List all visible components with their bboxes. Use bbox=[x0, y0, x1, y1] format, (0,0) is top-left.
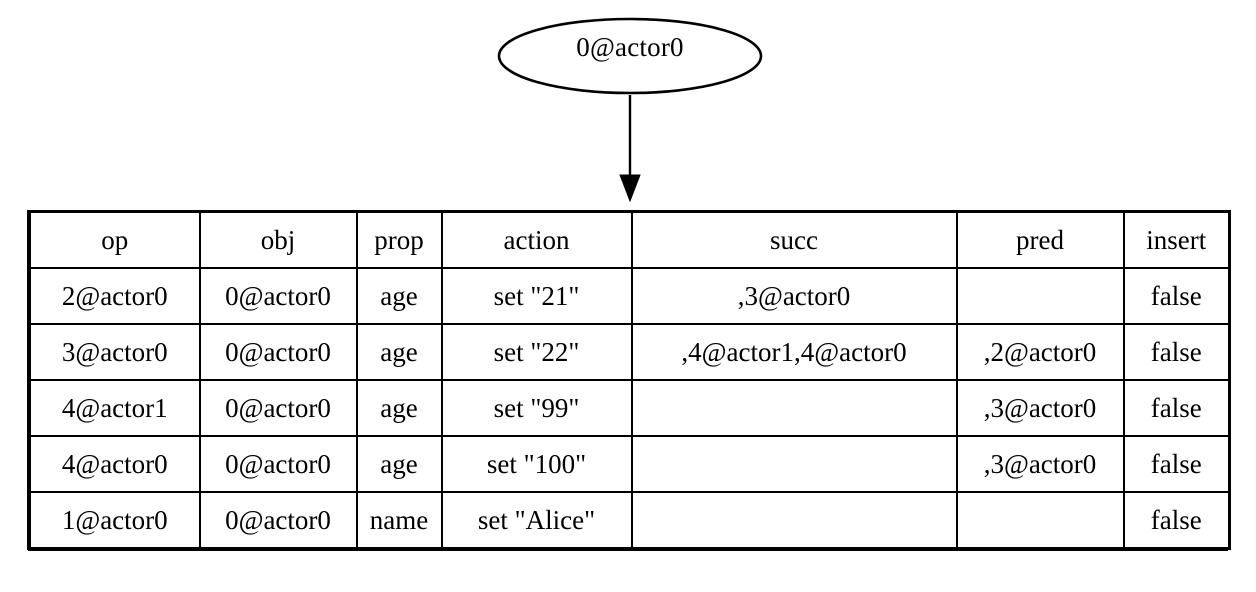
cell-op: 4@actor0 bbox=[28, 435, 201, 493]
table-header-row: op obj prop action succ pred insert bbox=[28, 210, 1231, 269]
cell-action: set "21" bbox=[440, 267, 633, 325]
cell-succ bbox=[630, 379, 958, 437]
cell-succ: ,4@actor1,4@actor0 bbox=[630, 323, 958, 381]
cell-pred: ,3@actor0 bbox=[955, 379, 1125, 437]
cell-action: set "100" bbox=[440, 435, 633, 493]
cell-insert: false bbox=[1122, 491, 1231, 550]
operations-table-body: op obj prop action succ pred insert 2@ac… bbox=[28, 210, 1231, 550]
cell-pred bbox=[955, 267, 1125, 325]
cell-pred bbox=[955, 491, 1125, 550]
cell-prop: age bbox=[355, 435, 443, 493]
table-row[interactable]: 3@actor0 0@actor0 age set "22" ,4@actor1… bbox=[28, 323, 1231, 381]
cell-obj: 0@actor0 bbox=[198, 435, 358, 493]
cell-obj: 0@actor0 bbox=[198, 379, 358, 437]
column-header-action: action bbox=[440, 210, 633, 269]
cell-action: set "99" bbox=[440, 379, 633, 437]
cell-prop: age bbox=[355, 379, 443, 437]
arrowhead-icon bbox=[619, 174, 641, 203]
cell-insert: false bbox=[1122, 267, 1231, 325]
column-header-prop: prop bbox=[355, 210, 443, 269]
cell-insert: false bbox=[1122, 435, 1231, 493]
node-actor-root-label: 0@actor0 bbox=[576, 32, 684, 62]
cell-action: set "22" bbox=[440, 323, 633, 381]
cell-succ bbox=[630, 435, 958, 493]
cell-op: 2@actor0 bbox=[28, 267, 201, 325]
column-header-pred: pred bbox=[955, 210, 1125, 269]
column-header-insert: insert bbox=[1122, 210, 1231, 269]
cell-insert: false bbox=[1122, 379, 1231, 437]
cell-obj: 0@actor0 bbox=[198, 323, 358, 381]
table-row[interactable]: 2@actor0 0@actor0 age set "21" ,3@actor0… bbox=[28, 267, 1231, 325]
cell-succ bbox=[630, 491, 958, 550]
table-row[interactable]: 4@actor1 0@actor0 age set "99" ,3@actor0… bbox=[28, 379, 1231, 437]
cell-prop: name bbox=[355, 491, 443, 550]
table-row[interactable]: 1@actor0 0@actor0 name set "Alice" false bbox=[28, 491, 1231, 550]
operations-table-container: op obj prop action succ pred insert 2@ac… bbox=[27, 210, 1231, 551]
cell-obj: 0@actor0 bbox=[198, 267, 358, 325]
column-header-obj: obj bbox=[198, 210, 358, 269]
operations-table: op obj prop action succ pred insert 2@ac… bbox=[28, 210, 1231, 550]
cell-obj: 0@actor0 bbox=[198, 491, 358, 550]
cell-prop: age bbox=[355, 267, 443, 325]
table-row[interactable]: 4@actor0 0@actor0 age set "100" ,3@actor… bbox=[28, 435, 1231, 493]
cell-action: set "Alice" bbox=[440, 491, 633, 550]
cell-prop: age bbox=[355, 323, 443, 381]
cell-op: 4@actor1 bbox=[28, 379, 201, 437]
cell-op: 3@actor0 bbox=[28, 323, 201, 381]
cell-pred: ,2@actor0 bbox=[955, 323, 1125, 381]
column-header-succ: succ bbox=[630, 210, 958, 269]
column-header-op: op bbox=[28, 210, 201, 269]
cell-op: 1@actor0 bbox=[28, 491, 201, 550]
cell-succ: ,3@actor0 bbox=[630, 267, 958, 325]
cell-insert: false bbox=[1122, 323, 1231, 381]
cell-pred: ,3@actor0 bbox=[955, 435, 1125, 493]
